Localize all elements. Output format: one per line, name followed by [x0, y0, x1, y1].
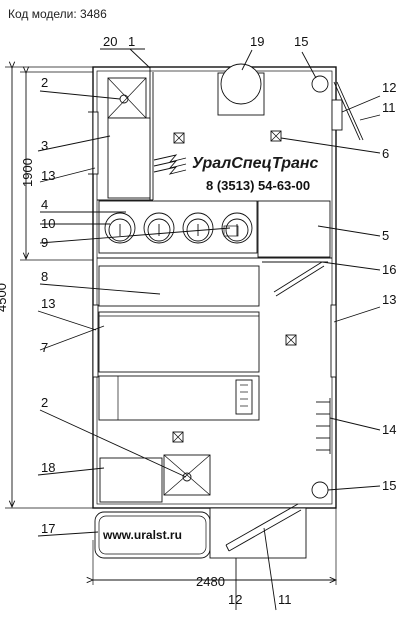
callout-18: 18 — [41, 460, 55, 475]
window-13-left-top — [88, 111, 99, 175]
callout-9: 9 — [41, 235, 48, 250]
callout-3: 3 — [41, 138, 48, 153]
callout-2-top: 2 — [41, 75, 48, 90]
partial-height-dimension-label: 1900 — [20, 158, 35, 187]
washbasin — [143, 212, 175, 244]
callout-20: 20 — [103, 34, 117, 49]
ceiling-lamp — [172, 431, 184, 443]
callout-7: 7 — [41, 340, 48, 355]
ceiling-lamp — [173, 132, 185, 144]
lamp-15-top — [311, 75, 329, 93]
callout-10: 10 — [41, 216, 55, 231]
washbasin — [221, 212, 253, 244]
hooks-14 — [316, 398, 331, 454]
callout-13-right: 13 — [382, 292, 396, 307]
partial-height-dimension: 1900 — [20, 72, 93, 261]
callout-2-bottom: 2 — [41, 395, 48, 410]
model-code-label: Код модели: 3486 — [8, 7, 107, 21]
side-unit-12-top — [331, 81, 364, 141]
bench-7 — [98, 311, 260, 373]
bench-8 — [98, 265, 260, 307]
panel-3 — [107, 117, 151, 199]
website-label: www.uralst.ru — [102, 528, 182, 542]
callout-14: 14 — [382, 422, 396, 437]
washbasin — [182, 212, 214, 244]
brand-logo-icon — [153, 154, 187, 175]
door-16 — [262, 257, 328, 297]
length-dimension-label: 4500 — [0, 283, 9, 312]
callout-4: 4 — [41, 197, 48, 212]
window-13-left-mid — [92, 304, 99, 378]
callout-8: 8 — [41, 269, 48, 284]
width-dimension-label: 2480 — [196, 574, 225, 589]
brand-name: УралСпецТранс — [192, 155, 319, 172]
window-13-right — [330, 304, 337, 378]
washbasin — [104, 212, 136, 244]
lower-bench — [98, 375, 260, 421]
callout-5: 5 — [382, 228, 389, 243]
washbasins-9-10 — [104, 212, 253, 244]
callout-11-top: 11 — [382, 100, 396, 115]
cabinet-5 — [257, 200, 331, 258]
callout-labels: 20 1 19 15 12 11 2 3 13 6 4 10 9 5 16 8 … — [41, 34, 396, 607]
callout-13-left: 13 — [41, 296, 55, 311]
callout-16: 16 — [382, 262, 396, 277]
callout-11-bottom: 11 — [278, 592, 292, 607]
width-dimension: 2480 — [93, 500, 336, 589]
callout-17: 17 — [41, 521, 55, 536]
callout-6: 6 — [382, 146, 389, 161]
box-18 — [99, 457, 163, 503]
callout-15-bottom: 15 — [382, 478, 396, 493]
callout-12-top: 12 — [382, 80, 396, 95]
brand-phone: 8 (3513) 54-63-00 — [206, 178, 310, 193]
ceiling-lamp — [285, 334, 297, 346]
callout-1: 1 — [128, 34, 135, 49]
lamp-15-bottom — [311, 481, 329, 499]
tank-19 — [217, 63, 265, 116]
callout-19: 19 — [250, 34, 264, 49]
ceiling-lamp — [270, 130, 282, 142]
callout-15-top: 15 — [294, 34, 308, 49]
floor-drain-bottom — [163, 454, 211, 496]
leader-lines — [37, 48, 381, 611]
callout-13-top: 13 — [41, 168, 55, 183]
callout-12-bottom: 12 — [228, 592, 242, 607]
length-dimension: 4500 — [0, 67, 93, 509]
bottom-entrance — [209, 503, 307, 559]
